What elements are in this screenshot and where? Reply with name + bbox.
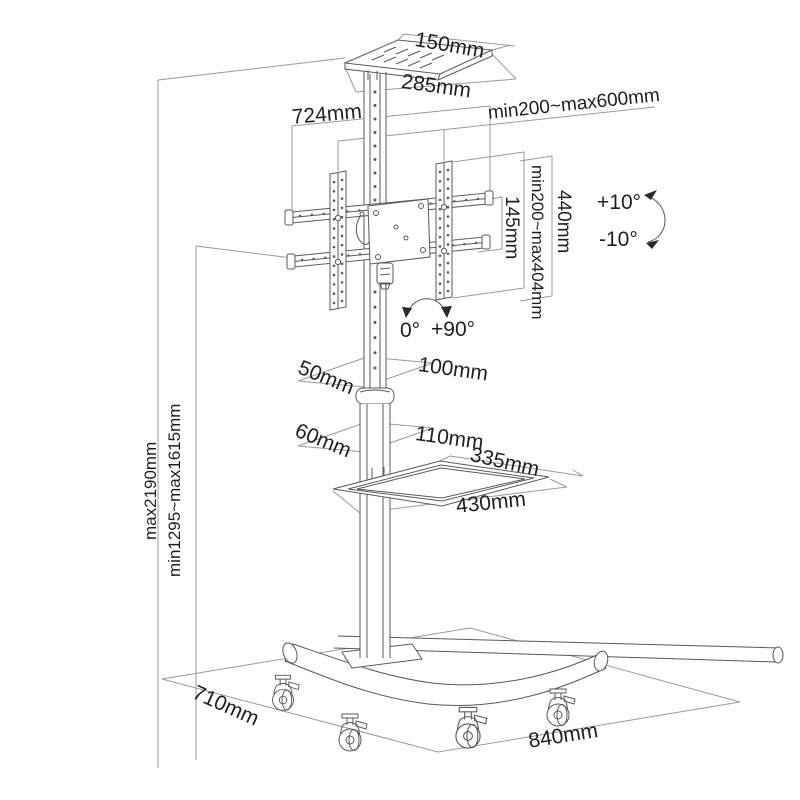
lower-pole [359,404,391,658]
dim-label-rotation-start: 0° [400,319,421,342]
base-rear-beam [333,635,784,664]
dim-label-rail-spacing: 145mm [501,196,522,260]
rail-bolts [334,203,448,266]
spring-hook [355,211,370,245]
vesa-bar-right [435,160,453,301]
center-plate [367,198,431,265]
lower-spacer-plate [297,421,434,453]
dim-label-tilt-up: +10° [597,191,642,214]
tilt-arrow [644,190,666,249]
dim-label-vesa-height: min200~max404mm [528,165,547,320]
rotation-arrow [402,298,452,318]
upper-spacer-plate [297,356,434,388]
vesa-bar-left [329,170,347,311]
av-shelf [332,460,550,507]
dimension-lines [157,33,656,768]
dim-label-bracket-height: 440mm [553,190,574,254]
height-clamp-handle [355,387,395,405]
dim-label-rotation-end: +90° [431,318,476,341]
tilt-knob [376,262,394,290]
dim-label-overall-height: max2190mm [141,441,160,540]
base-front-tube [282,642,609,706]
dim-label-tilt-down: -10° [599,228,638,251]
top-tray [343,39,494,81]
dim-label-column-height-range: min1295~max1615mm [165,403,184,577]
